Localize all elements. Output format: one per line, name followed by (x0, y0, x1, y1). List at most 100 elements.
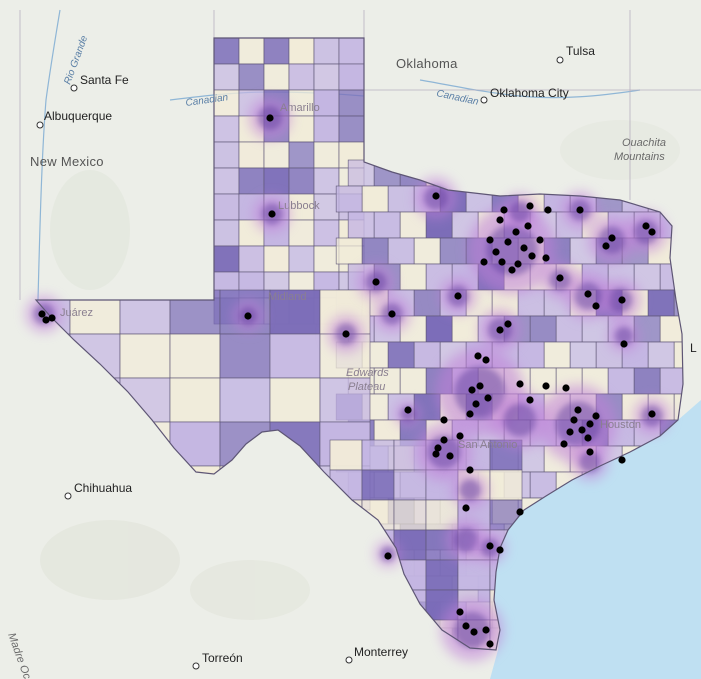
location-point[interactable] (496, 546, 504, 554)
county[interactable] (335, 185, 363, 213)
county[interactable] (213, 245, 240, 273)
location-point[interactable] (482, 356, 490, 364)
location-point[interactable] (466, 466, 474, 474)
location-point[interactable] (514, 260, 522, 268)
county[interactable] (269, 377, 321, 423)
county[interactable] (529, 315, 557, 343)
county[interactable] (238, 245, 265, 273)
location-point[interactable] (574, 406, 582, 414)
county[interactable] (439, 237, 467, 265)
location-point[interactable] (608, 234, 616, 242)
county[interactable] (213, 167, 240, 195)
location-point[interactable] (432, 192, 440, 200)
location-point[interactable] (496, 216, 504, 224)
county[interactable] (413, 289, 441, 317)
county[interactable] (338, 63, 365, 91)
location-point[interactable] (372, 278, 380, 286)
county[interactable] (319, 377, 371, 423)
county[interactable] (313, 38, 340, 65)
location-point[interactable] (556, 274, 564, 282)
location-point[interactable] (524, 222, 532, 230)
location-point[interactable] (456, 432, 464, 440)
location-point[interactable] (440, 416, 448, 424)
location-point[interactable] (244, 312, 252, 320)
location-point[interactable] (484, 394, 492, 402)
location-point[interactable] (500, 206, 508, 214)
location-point[interactable] (520, 244, 528, 252)
county[interactable] (543, 341, 571, 369)
location-point[interactable] (512, 228, 520, 236)
county[interactable] (647, 341, 675, 369)
location-point[interactable] (462, 622, 470, 630)
location-point[interactable] (504, 238, 512, 246)
location-point[interactable] (266, 114, 274, 122)
county[interactable] (489, 469, 523, 501)
county[interactable] (517, 289, 545, 317)
county[interactable] (263, 141, 290, 169)
county[interactable] (238, 141, 265, 169)
location-point[interactable] (476, 382, 484, 390)
county[interactable] (529, 367, 557, 395)
county[interactable] (213, 63, 240, 91)
location-point[interactable] (486, 640, 494, 648)
county[interactable] (335, 237, 363, 265)
county[interactable] (119, 333, 171, 379)
county[interactable] (269, 289, 321, 335)
location-point[interactable] (620, 340, 628, 348)
county[interactable] (329, 439, 363, 471)
county[interactable] (313, 219, 340, 247)
county[interactable] (399, 367, 427, 395)
location-point[interactable] (268, 210, 276, 218)
county[interactable] (393, 499, 427, 531)
county[interactable] (517, 341, 545, 369)
location-point[interactable] (592, 412, 600, 420)
county[interactable] (213, 219, 240, 247)
location-point[interactable] (602, 242, 610, 250)
county[interactable] (238, 63, 265, 91)
location-point[interactable] (584, 434, 592, 442)
county[interactable] (399, 211, 427, 239)
county[interactable] (673, 341, 700, 369)
county[interactable] (633, 367, 661, 395)
location-point[interactable] (38, 310, 46, 318)
county[interactable] (373, 367, 401, 395)
location-point[interactable] (474, 352, 482, 360)
county[interactable] (213, 141, 240, 169)
location-point[interactable] (480, 258, 488, 266)
location-point[interactable] (516, 508, 524, 516)
county[interactable] (313, 89, 340, 117)
location-point[interactable] (492, 248, 500, 256)
county[interactable] (213, 89, 240, 117)
county[interactable] (373, 211, 401, 239)
county[interactable] (213, 115, 240, 143)
location-point[interactable] (472, 400, 480, 408)
location-point[interactable] (470, 628, 478, 636)
location-point[interactable] (536, 236, 544, 244)
location-point[interactable] (466, 410, 474, 418)
county[interactable] (338, 89, 365, 117)
county[interactable] (633, 263, 661, 291)
county[interactable] (238, 38, 265, 65)
county[interactable] (263, 63, 290, 91)
county[interactable] (338, 38, 365, 65)
location-point[interactable] (482, 626, 490, 634)
county[interactable] (393, 469, 427, 501)
county[interactable] (338, 115, 365, 143)
location-point[interactable] (526, 202, 534, 210)
location-point[interactable] (486, 542, 494, 550)
county[interactable] (347, 211, 375, 239)
location-point[interactable] (342, 330, 350, 338)
location-point[interactable] (462, 504, 470, 512)
location-point[interactable] (48, 314, 56, 322)
location-point[interactable] (456, 608, 464, 616)
location-point[interactable] (566, 428, 574, 436)
location-point[interactable] (454, 292, 462, 300)
county[interactable] (457, 559, 491, 591)
county[interactable] (213, 38, 240, 65)
county[interactable] (313, 193, 340, 221)
location-point[interactable] (42, 316, 50, 324)
location-point[interactable] (440, 436, 448, 444)
county[interactable] (263, 167, 290, 195)
location-point[interactable] (576, 206, 584, 214)
